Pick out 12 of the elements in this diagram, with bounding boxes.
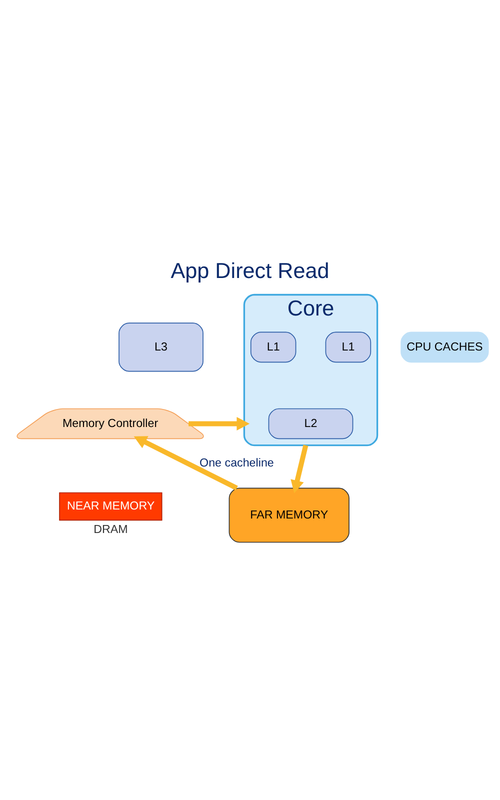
node-box: L2	[268, 408, 354, 440]
node-box: L3	[118, 322, 204, 372]
node-box: L1	[250, 332, 296, 363]
arrow	[134, 436, 238, 490]
node-label: DRAM	[94, 522, 128, 536]
diagram-title: App Direct Read	[170, 258, 330, 283]
node-box: CPU CACHES	[400, 332, 489, 363]
arrow	[188, 416, 250, 430]
arrow	[290, 444, 308, 494]
node-box: FAR MEMORY	[228, 488, 350, 543]
node-box: L1	[325, 332, 372, 363]
edge-label: One cacheline	[200, 456, 274, 470]
